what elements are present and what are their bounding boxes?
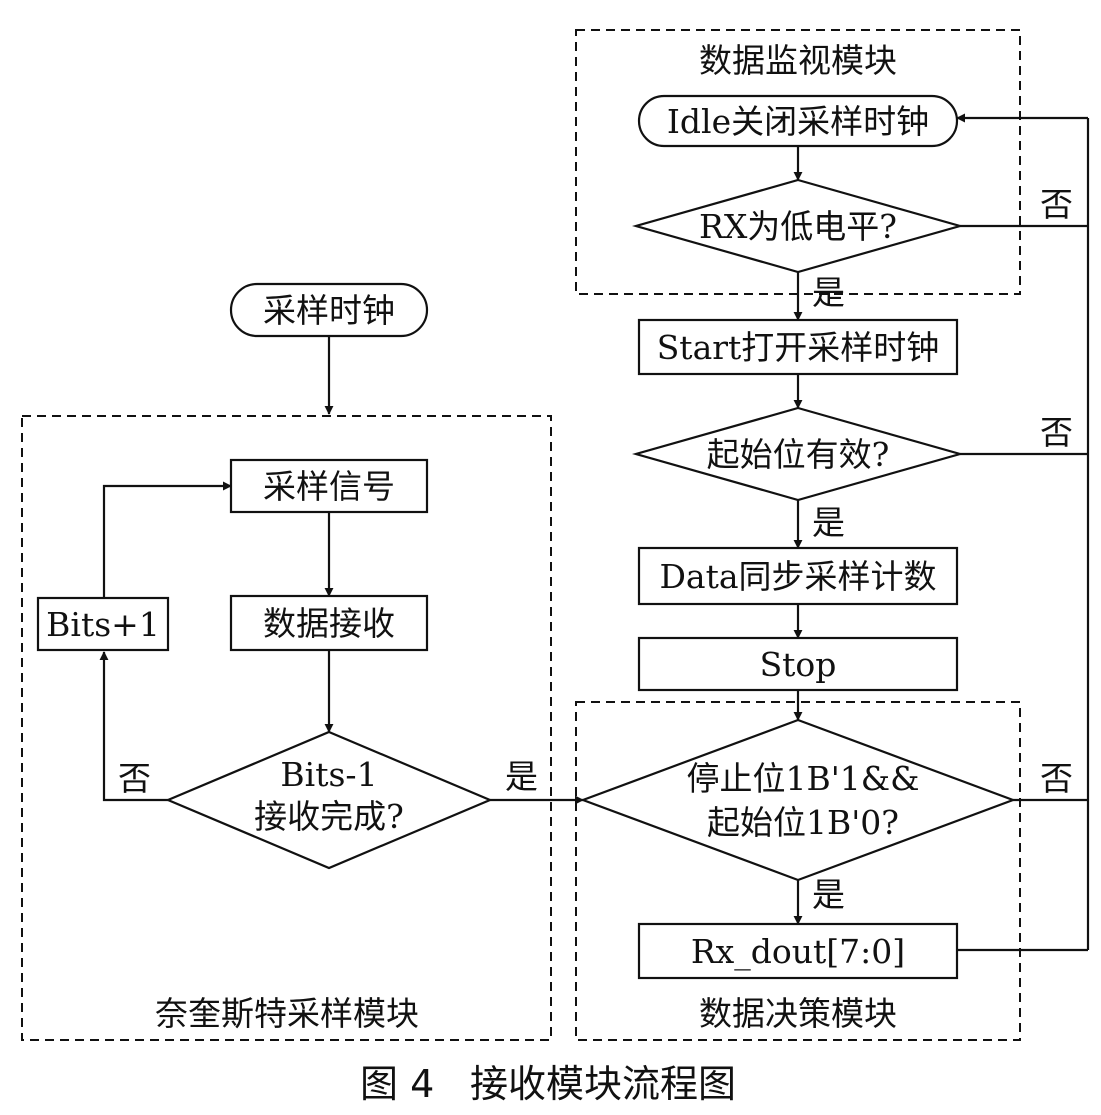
- rx-dout-node: [637, 922, 959, 980]
- bits-check-line2: 接收完成?: [254, 797, 404, 836]
- sample-signal-node: [229, 458, 429, 514]
- stop-start-bit-decision: [579, 718, 1017, 882]
- idle-label: Idle关闭采样时钟: [667, 102, 929, 141]
- no-label-bits: 否: [118, 759, 151, 798]
- yes-label-rx: 是: [812, 273, 845, 312]
- sample-clock-label: 采样时钟: [263, 291, 395, 330]
- bits-plus-node: [36, 596, 170, 652]
- arrow-bits-plus-to-signal: [102, 481, 232, 598]
- bits-plus-label: Bits+1: [46, 605, 160, 644]
- figure-caption: 接收模块流程图: [470, 1062, 736, 1106]
- rx-low-label: RX为低电平?: [699, 207, 897, 246]
- bits-check-line1: Bits-1: [280, 755, 377, 794]
- decision-module-frame: [575, 701, 1021, 1041]
- start-label: Start打开采样时钟: [657, 328, 940, 367]
- stop-node: [637, 636, 959, 692]
- no-label-check: 否: [1040, 759, 1073, 798]
- no-label-valid: 否: [1040, 413, 1073, 452]
- check-label-line2: 起始位1B'0?: [707, 803, 899, 842]
- no-line-bits: [99, 651, 168, 802]
- data-sync-label: Data同步采样计数: [659, 557, 936, 596]
- yes-label-check: 是: [812, 875, 845, 914]
- yes-label-valid: 是: [812, 503, 845, 542]
- sample-signal-label: 采样信号: [263, 467, 395, 506]
- nyquist-module-title: 奈奎斯特采样模块: [155, 994, 419, 1033]
- check-label-line1: 停止位1B'1&&: [686, 759, 919, 798]
- bits-complete-decision: [165, 730, 493, 870]
- figure-number: 图 4: [360, 1062, 434, 1106]
- data-receive-label: 数据接收: [263, 604, 395, 643]
- yes-label-bits: 是: [505, 757, 538, 796]
- rx-dout-label: Rx_dout[7:0]: [691, 932, 905, 972]
- data-receive-node: [229, 594, 429, 652]
- nyquist-module-frame: [21, 415, 552, 1041]
- monitor-module-title: 数据监视模块: [699, 41, 897, 80]
- start-valid-label: 起始位有效?: [707, 435, 890, 474]
- decision-module-title: 数据决策模块: [699, 994, 897, 1033]
- no-label-rx: 否: [1040, 185, 1073, 224]
- stop-label: Stop: [760, 645, 837, 684]
